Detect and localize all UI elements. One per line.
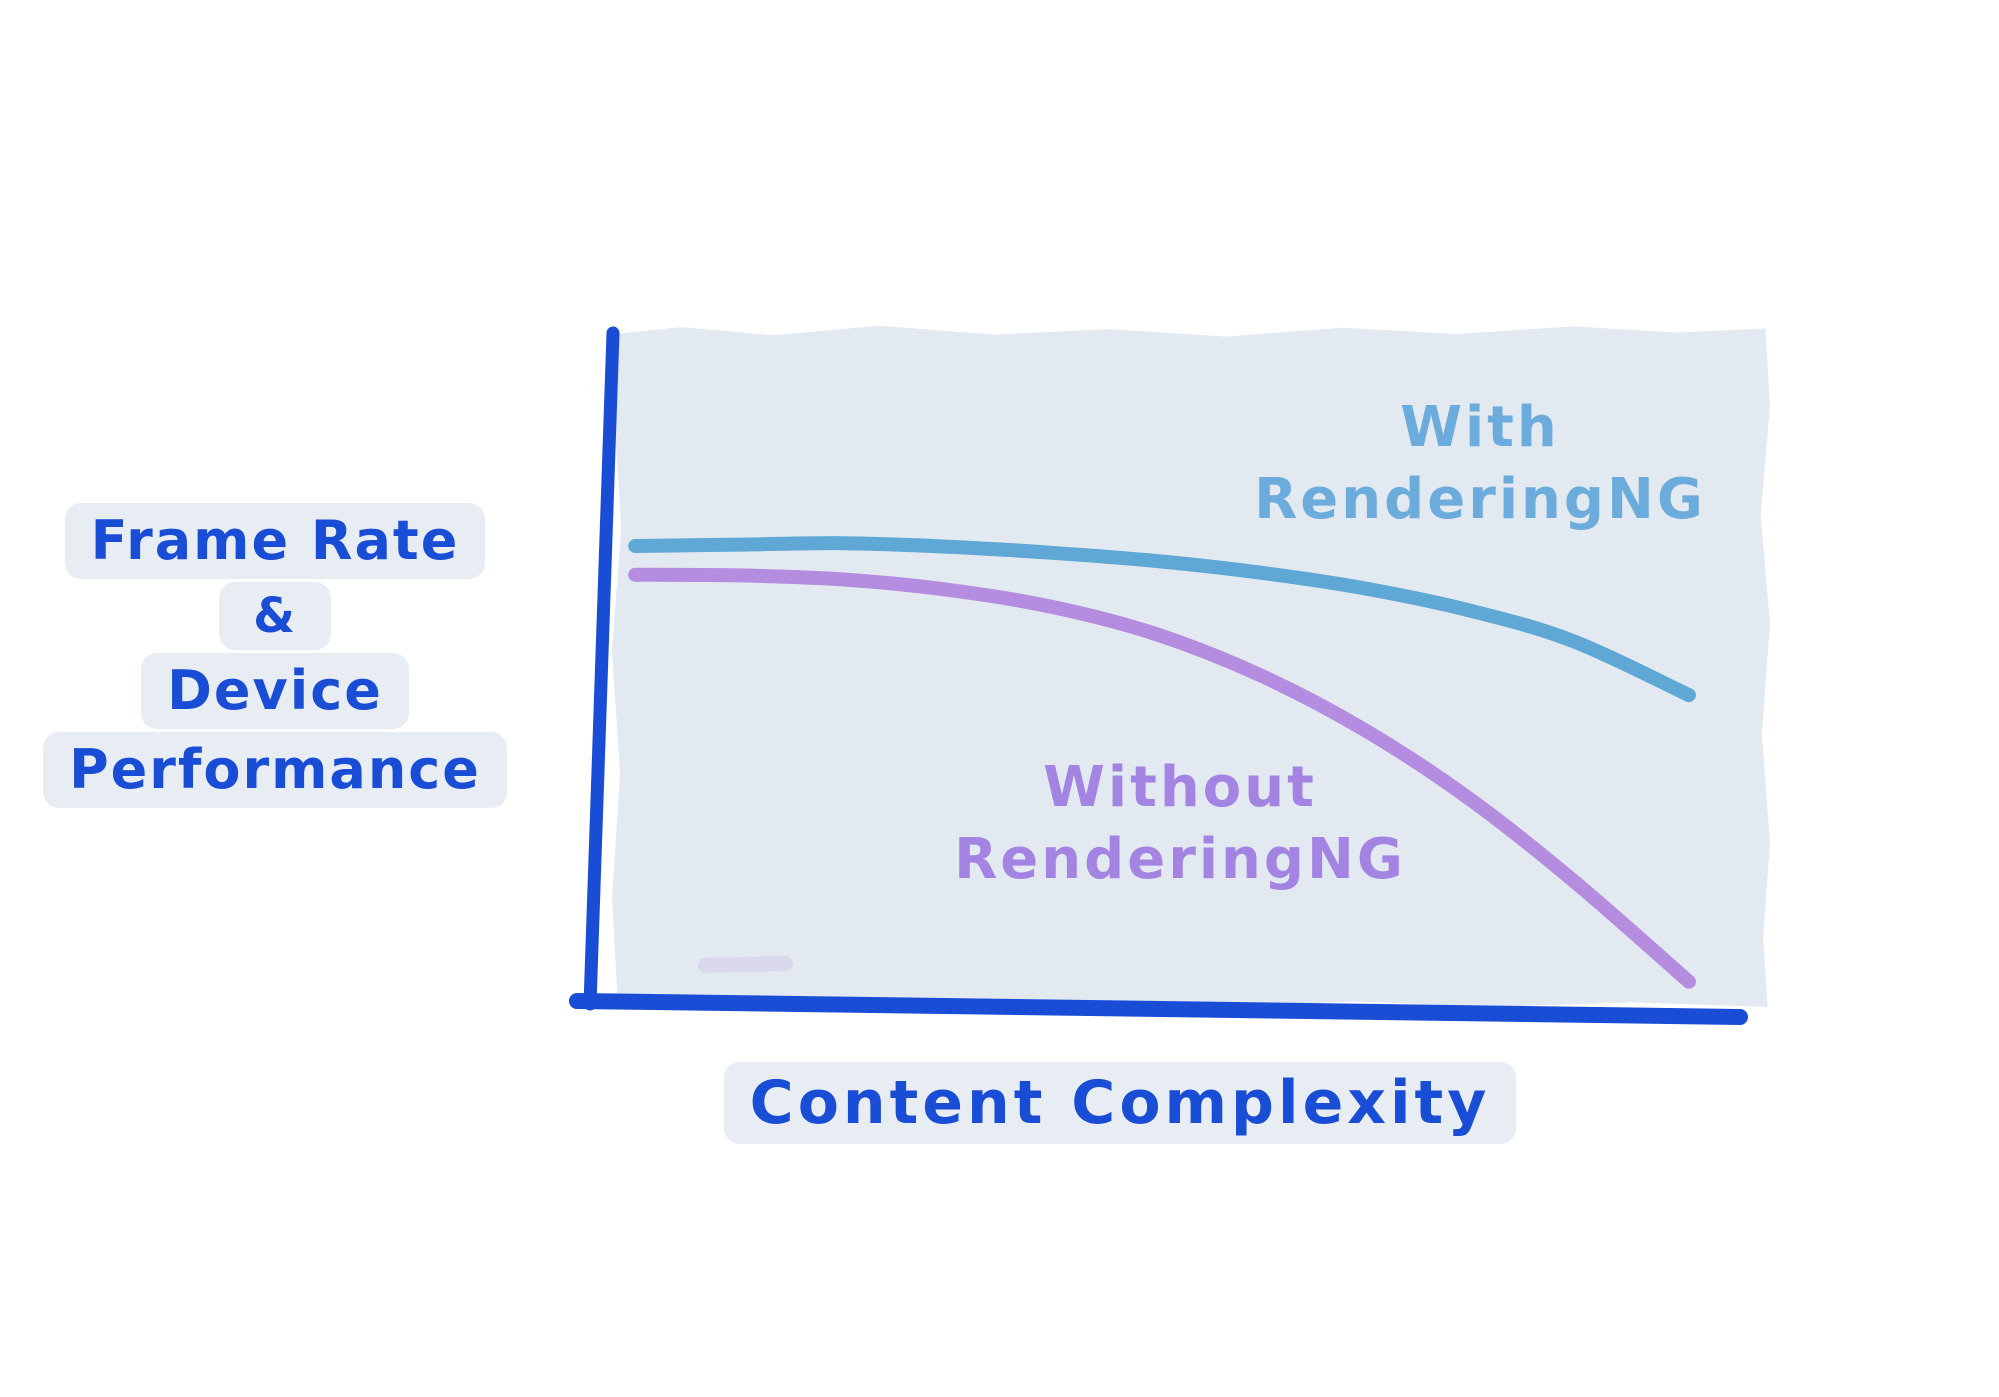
- y-axis-label-line-4: Performance: [43, 732, 507, 808]
- y-axis-label-line-1: Frame Rate: [64, 503, 486, 579]
- x-axis-line: [569, 993, 1748, 1025]
- series-label-without-renderingng: Without RenderingNG: [930, 752, 1430, 896]
- y-axis-line: [583, 326, 620, 1011]
- series-line-without-renderingng: [628, 567, 1696, 989]
- chart-panel: [612, 325, 1770, 1007]
- series-label-with-line-2: RenderingNG: [1254, 467, 1706, 532]
- x-axis-label-text: Content Complexity: [723, 1062, 1517, 1144]
- y-axis-label: Frame Rate & Device Performance: [40, 500, 510, 808]
- y-axis-label-line-3: Device: [141, 653, 409, 729]
- x-axis-label: Content Complexity: [620, 1062, 1620, 1144]
- series-label-without-line-2: RenderingNG: [954, 827, 1406, 892]
- series-label-with-renderingng: With RenderingNG: [1230, 392, 1730, 536]
- y-axis-label-line-2: &: [219, 582, 331, 650]
- series-line-with-renderingng: [628, 536, 1696, 703]
- series-label-with-line-1: With: [1400, 395, 1560, 460]
- series-label-without-line-1: Without: [1043, 755, 1317, 820]
